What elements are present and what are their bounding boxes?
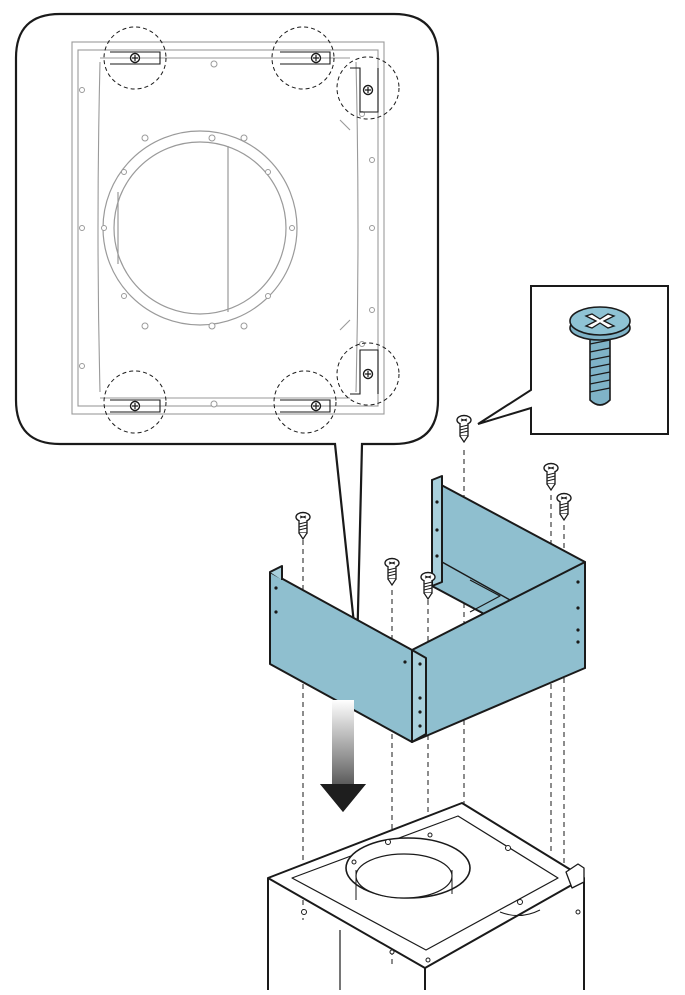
- chimney-base-unit: [267, 802, 585, 990]
- screw-4: [456, 414, 472, 443]
- screw-6: [556, 492, 572, 521]
- plate-holes: [79, 60, 375, 408]
- screw-location-circles: [103, 26, 400, 434]
- screw-5: [543, 462, 559, 491]
- phillips-screw-detail: [477, 285, 669, 435]
- screw-1: [295, 511, 311, 540]
- plate-outline: [71, 41, 385, 415]
- u-shaped-bracket: [269, 475, 586, 743]
- screw-2: [384, 557, 400, 586]
- top-view-detail: [14, 12, 440, 653]
- down-arrow: [320, 700, 366, 812]
